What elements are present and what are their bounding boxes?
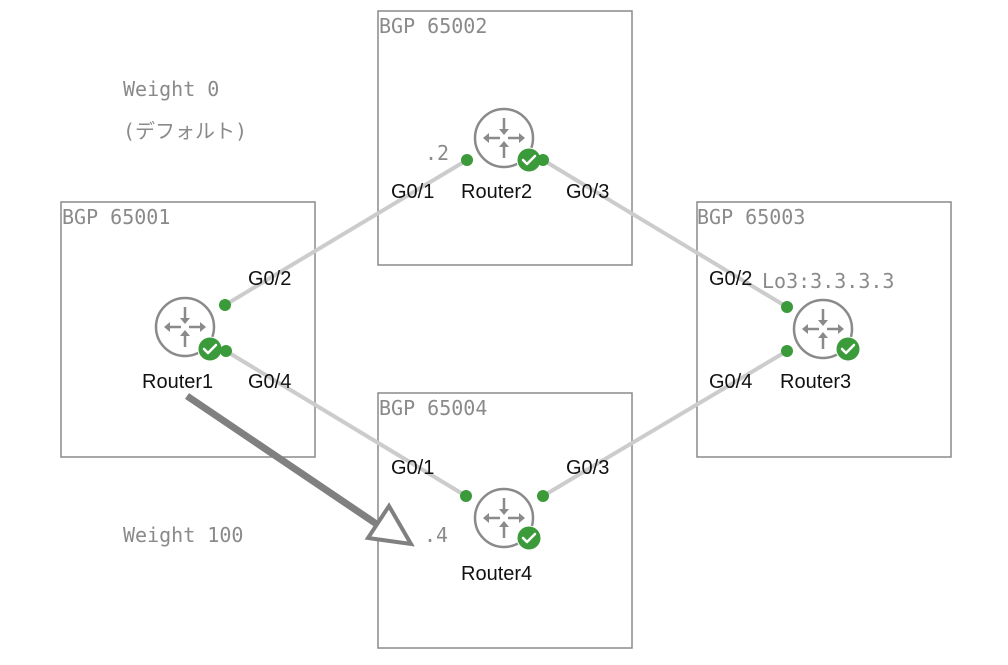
status-ok-icon	[197, 336, 223, 362]
weight-default-label: Weight 0	[123, 77, 219, 101]
link-r1-r4[interactable]	[224, 349, 468, 498]
port-r3-g02[interactable]	[781, 301, 793, 313]
if-label-r3-g02: G0/2	[709, 268, 752, 290]
router3[interactable]	[792, 298, 861, 362]
weight-100-label: Weight 100	[123, 523, 243, 547]
router1[interactable]	[154, 296, 223, 362]
router-icon	[473, 107, 535, 169]
if-label-r4-g01: G0/1	[391, 457, 434, 479]
as-label-65004: BGP 65004	[379, 396, 487, 420]
router3-label: Router3	[780, 371, 851, 393]
if-label-r4-g03: G0/3	[566, 457, 609, 479]
port-r4-g03[interactable]	[537, 490, 549, 502]
router-arrows-icon	[164, 307, 206, 347]
router4[interactable]	[473, 487, 542, 551]
port-r4-g01[interactable]	[460, 490, 472, 502]
router2[interactable]	[473, 107, 542, 173]
host-address-r4: .4	[424, 523, 448, 547]
link-r2-r3[interactable]	[541, 158, 789, 309]
status-ok-icon	[516, 147, 542, 173]
if-label-r2-g01: G0/1	[391, 181, 434, 203]
preferred-path-arrow	[185, 393, 415, 547]
if-label-r2-g03: G0/3	[566, 181, 609, 203]
port-r3-g04[interactable]	[781, 345, 793, 357]
router4-label: Router4	[461, 563, 532, 585]
router-arrows-icon	[483, 118, 525, 158]
as-label-65002: BGP 65002	[379, 14, 487, 38]
if-label-r3-g04: G0/4	[709, 371, 752, 393]
port-r1-g02[interactable]	[219, 299, 231, 311]
link-r1-r2[interactable]	[223, 158, 469, 307]
link-r4-r3[interactable]	[541, 349, 789, 498]
status-ok-icon	[516, 525, 542, 551]
loopback-label-r3: Lo3:3.3.3.3	[762, 269, 894, 293]
router1-label: Router1	[142, 371, 213, 393]
weight-default-note: (デフォルト)	[123, 119, 247, 143]
as-label-65001: BGP 65001	[62, 205, 170, 229]
router-arrows-icon	[483, 498, 525, 538]
if-label-r1-g02: G0/2	[248, 268, 291, 290]
port-r2-g01[interactable]	[461, 154, 473, 166]
router-icon	[154, 296, 216, 358]
arrow-head-icon	[364, 502, 415, 547]
host-address-r2: .2	[425, 141, 449, 165]
if-label-r1-g04: G0/4	[248, 371, 291, 393]
port-r1-g04[interactable]	[220, 345, 232, 357]
status-ok-icon	[835, 336, 861, 362]
as-label-65003: BGP 65003	[697, 205, 805, 229]
arrow-shaft	[185, 393, 380, 528]
port-r2-g03[interactable]	[537, 154, 549, 166]
router-arrows-icon	[802, 309, 844, 349]
router2-label: Router2	[461, 181, 532, 203]
